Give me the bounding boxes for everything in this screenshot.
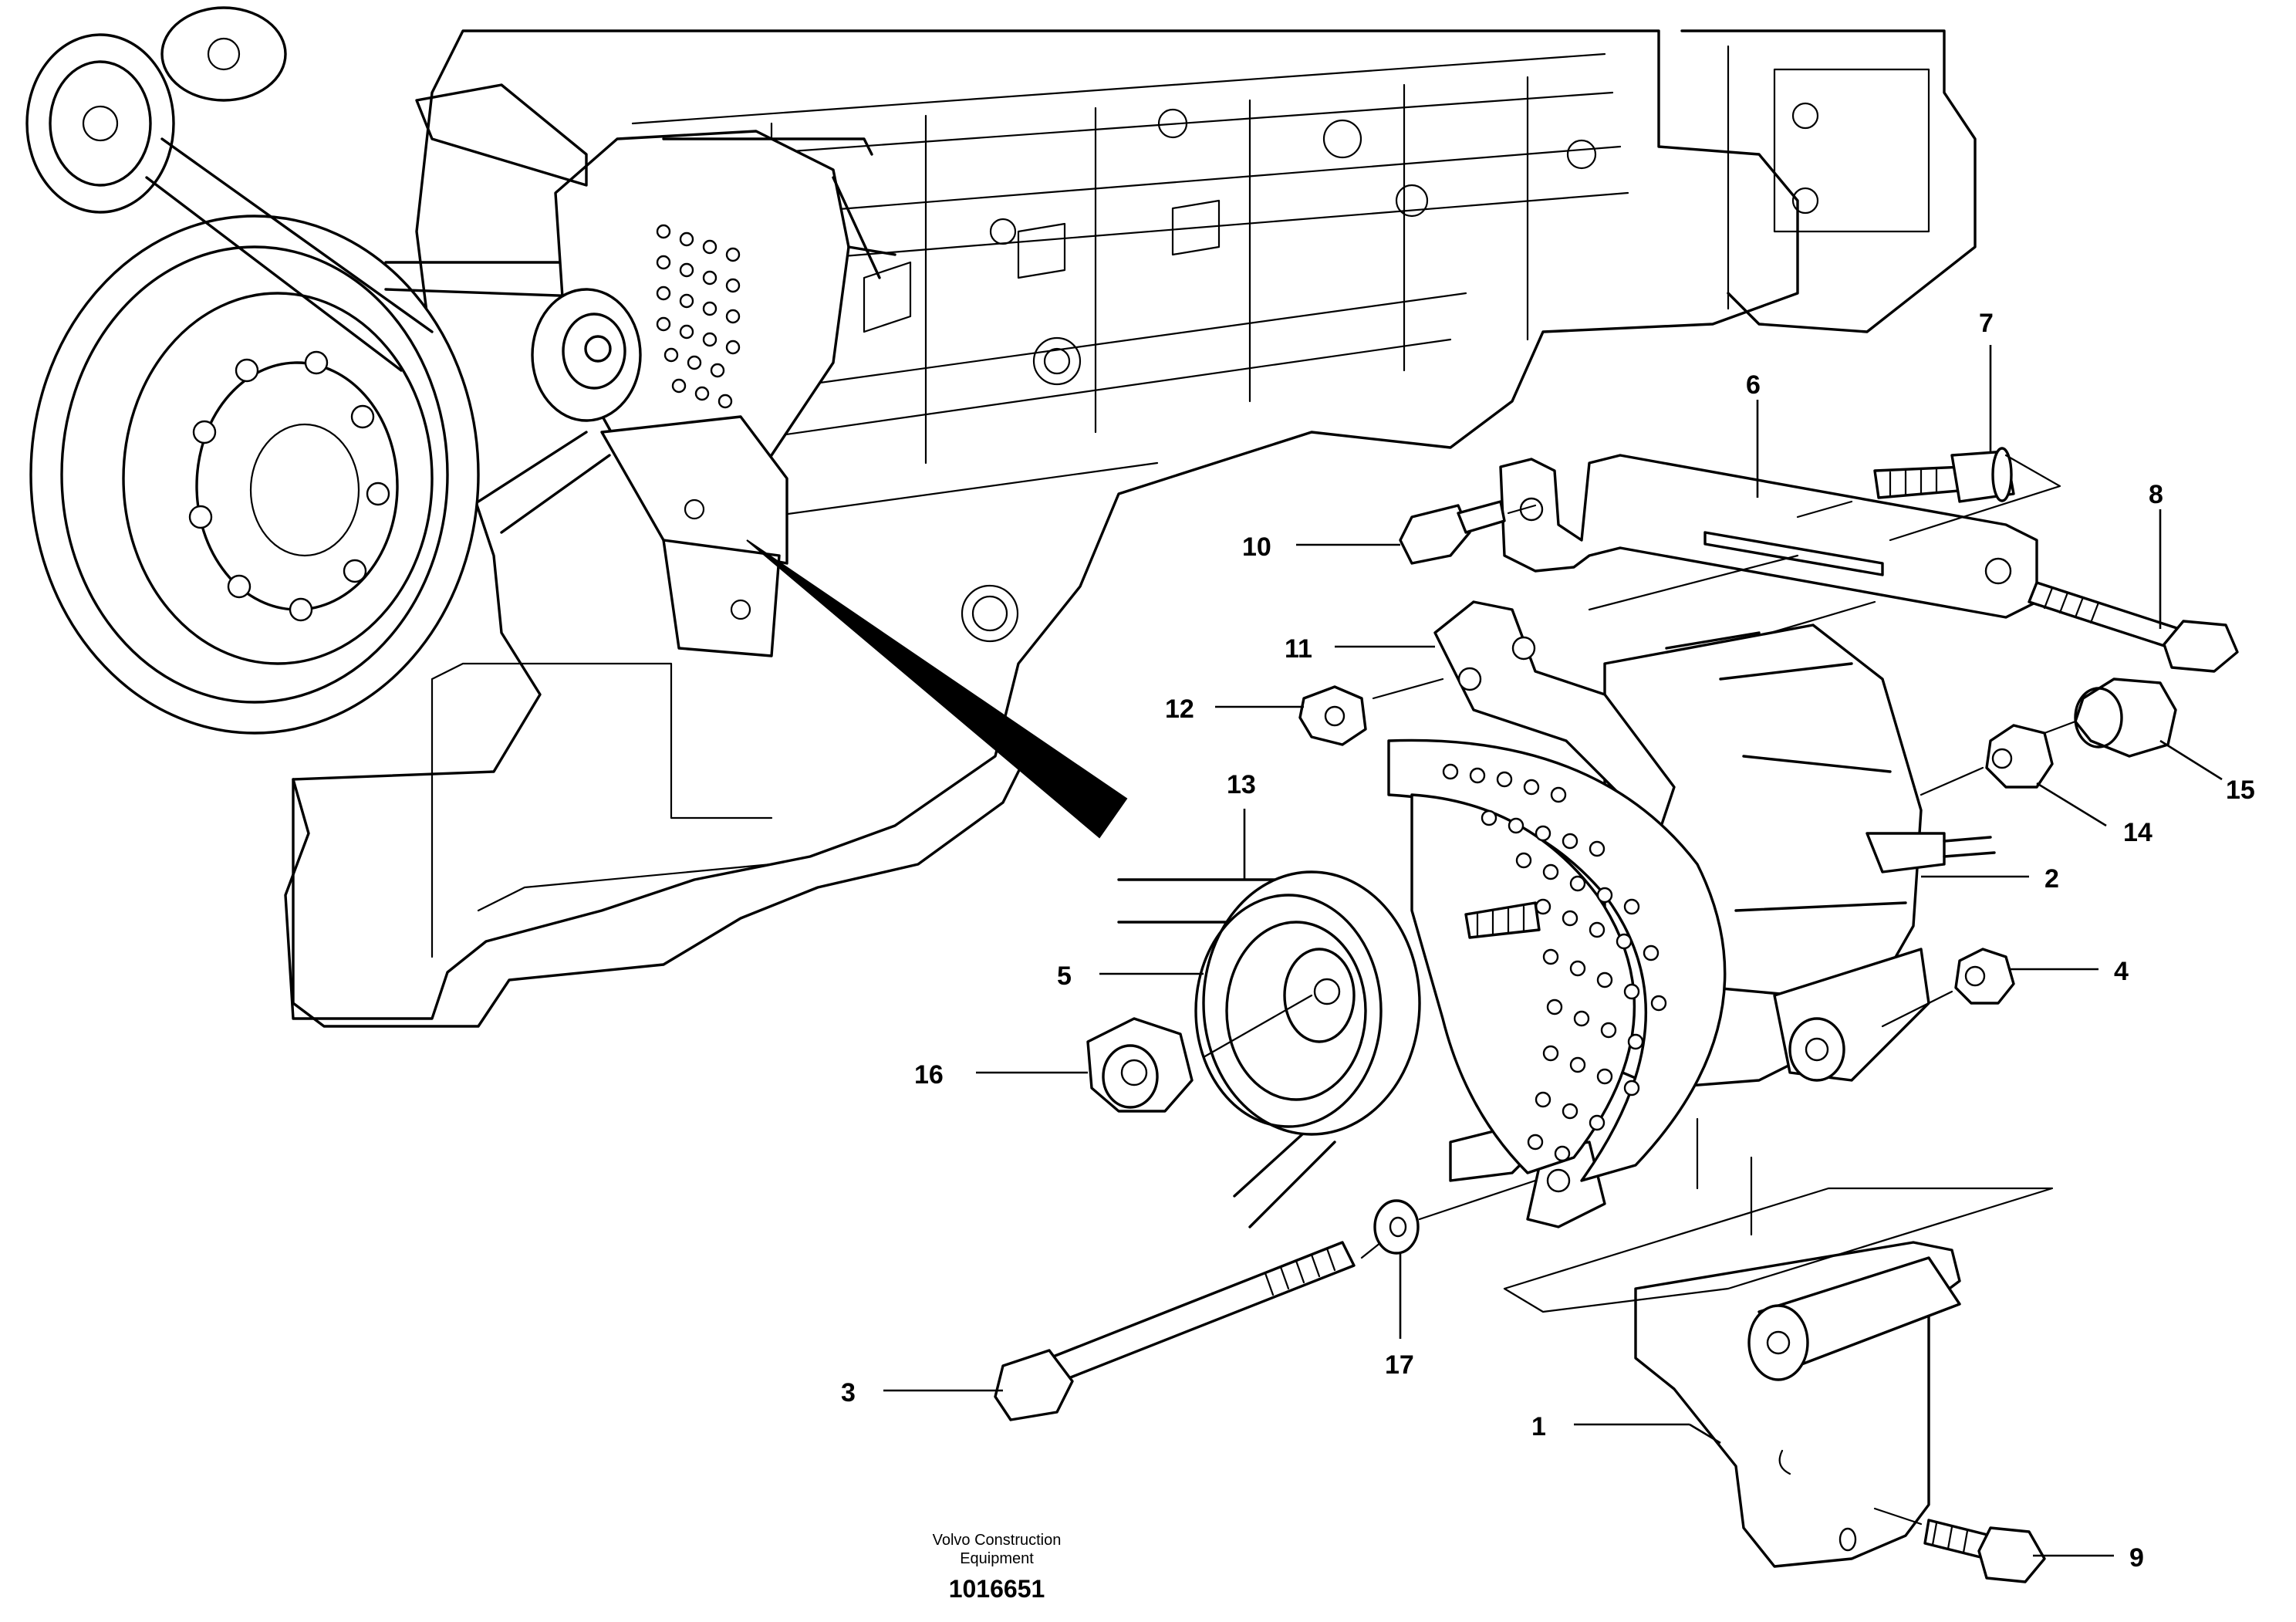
bolt-10 <box>1399 500 1537 565</box>
callout-labels: 1 2 3 4 5 6 7 8 9 10 11 12 13 <box>841 309 2255 1573</box>
installed-alternator <box>415 83 896 657</box>
callout-7: 7 <box>1979 309 1994 338</box>
callout-11: 11 <box>1285 634 1312 664</box>
figure-number: 1016651 <box>949 1575 1045 1603</box>
spacer-15 <box>2043 678 2177 758</box>
alternator <box>1387 600 1996 1228</box>
callout-3: 3 <box>841 1378 856 1407</box>
callout-8: 8 <box>2149 480 2163 509</box>
crank-bolt-circle <box>188 350 390 622</box>
bolt-9 <box>1873 1507 2046 1583</box>
nut-14 <box>1920 724 2054 796</box>
figure-footer: Volvo Construction Equipment 1016651 <box>933 1532 1062 1603</box>
callout-17: 17 <box>1385 1350 1414 1380</box>
nut-16 <box>1086 1017 1194 1113</box>
detail-pointer-wedge <box>746 539 1128 839</box>
installed-alternator-perforations <box>656 224 741 409</box>
bolt-3 <box>994 1241 1383 1421</box>
nut-12 <box>1298 678 1444 746</box>
callout-16: 16 <box>914 1060 944 1090</box>
bolt-7 <box>1796 447 2061 542</box>
callout-10: 10 <box>1242 532 1271 562</box>
exploded-parts <box>994 447 2239 1583</box>
nut-4 <box>1881 948 2015 1028</box>
company-name-line-1: Volvo Construction <box>933 1532 1062 1549</box>
cover-perforations <box>1442 763 1667 1162</box>
callout-12: 12 <box>1165 694 1194 724</box>
callout-9: 9 <box>2129 1543 2144 1573</box>
callout-5: 5 <box>1057 961 1072 991</box>
callout-15: 15 <box>2226 776 2255 805</box>
callout-2: 2 <box>2044 864 2059 894</box>
engine-block-illustration <box>25 6 1977 1028</box>
bolt-8 <box>2028 581 2239 673</box>
callout-6: 6 <box>1746 370 1761 400</box>
callout-14: 14 <box>2123 818 2152 847</box>
washer-17 <box>1373 1179 1537 1255</box>
callout-13: 13 <box>1227 770 1256 799</box>
callout-4: 4 <box>2114 957 2129 986</box>
pulley-5 <box>1194 870 1421 1136</box>
company-name-line-2: Equipment <box>960 1550 1034 1567</box>
mounting-bracket <box>1503 1117 2054 1568</box>
callout-1: 1 <box>1531 1412 1546 1441</box>
